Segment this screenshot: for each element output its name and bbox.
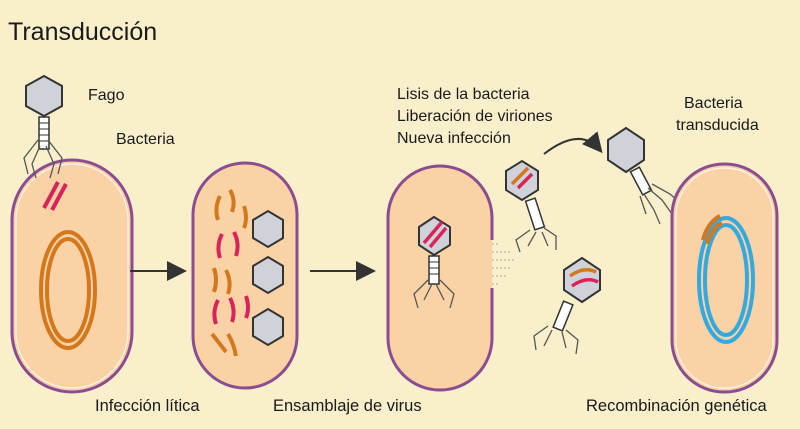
attaching-phage (23, 74, 63, 179)
bacterium-label: Bacteria (116, 131, 175, 148)
lysis-rupture (492, 243, 514, 285)
phage-label: Fago (88, 87, 125, 104)
stage1-injected-phage-dna (42, 181, 68, 211)
released-phage-lower (533, 256, 601, 355)
transduced-phage (607, 126, 683, 225)
lysis-label-line1: Lisis de la bacteria (397, 86, 530, 103)
stage1-bacterial-dna (39, 230, 97, 350)
stage1-bacterium (10, 158, 134, 394)
caption-genetic-recombination: Recombinación genética (586, 397, 767, 415)
transduced-label-line1: Bacteria (684, 95, 743, 112)
released-phage-upper (505, 159, 557, 253)
stage2-dna-fragments (210, 188, 250, 357)
caption-virus-assembly: Ensamblaje de virus (273, 397, 422, 415)
stage2-phage-heads (252, 209, 284, 347)
stage2-bacterium (191, 161, 299, 390)
transduced-label-line2: transducida (676, 117, 759, 134)
lysis-label-line2: Liberación de viriones (397, 108, 553, 125)
stage3-bacterium (386, 164, 514, 392)
diagram-title: Transducción (8, 18, 158, 46)
arrow-infection (543, 131, 603, 155)
lysis-label-line3: Nueva infección (397, 130, 511, 147)
stage4-bacterium (670, 162, 779, 394)
recombined-dna (697, 214, 755, 344)
caption-lytic-infection: Infección lítica (95, 397, 200, 415)
assembled-phage (413, 215, 455, 309)
